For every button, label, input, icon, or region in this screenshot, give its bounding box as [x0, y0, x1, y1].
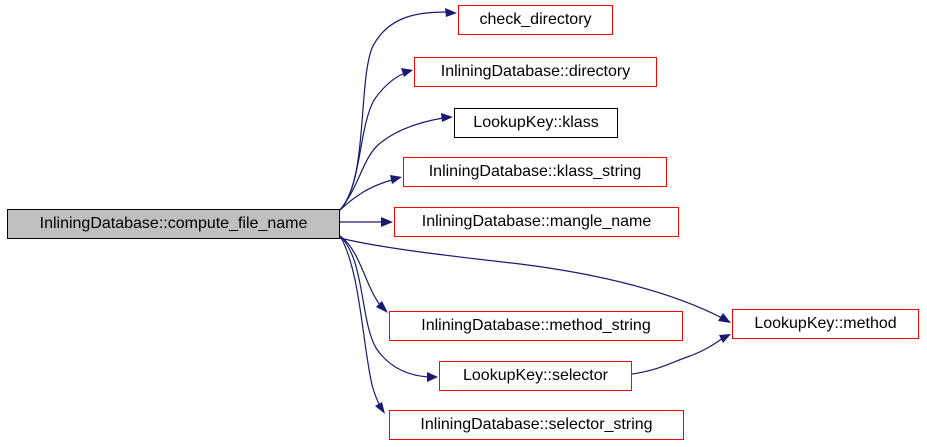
edge-root-to-selector	[339, 235, 429, 378]
arrowhead-mangle-name	[381, 217, 393, 227]
edge-root-to-method	[339, 237, 723, 319]
edge-root-to-method-string	[339, 235, 381, 306]
arrowhead-method-string	[376, 301, 388, 313]
node-klass-label: LookupKey::klass	[473, 114, 599, 131]
edge-root-to-selector-string	[339, 235, 381, 407]
node-klass[interactable]: LookupKey::klass	[454, 108, 618, 138]
edge-selector-to-method	[631, 337, 724, 375]
node-directory-label: InliningDatabase::directory	[440, 63, 631, 80]
node-mangle-name[interactable]: InliningDatabase::mangle_name	[394, 207, 679, 237]
arrowhead-directory	[401, 68, 413, 77]
node-directory[interactable]: InliningDatabase::directory	[414, 57, 657, 87]
arrowhead-check-directory	[445, 8, 457, 17]
arrowhead-selector-string	[375, 402, 385, 414]
edge-root-to-directory	[339, 72, 406, 211]
arrowhead-klass-string	[390, 175, 402, 184]
arrowhead-selector	[427, 372, 438, 382]
node-method-string-label: InliningDatabase::method_string	[421, 317, 651, 334]
node-selector-string-label: InliningDatabase::selector_string	[420, 416, 653, 433]
arrowhead-selector-method	[719, 334, 731, 343]
node-selector[interactable]: LookupKey::selector	[439, 361, 632, 391]
node-selector-string[interactable]: InliningDatabase::selector_string	[389, 410, 684, 440]
node-method-label: LookupKey::method	[754, 315, 897, 332]
arrowhead-method	[718, 313, 731, 323]
edge-root-to-klass	[339, 117, 444, 211]
node-check-directory-label: check_directory	[479, 11, 592, 28]
node-mangle-name-label: InliningDatabase::mangle_name	[421, 213, 652, 230]
edge-root-to-klass-string	[339, 179, 393, 211]
node-klass-string[interactable]: InliningDatabase::klass_string	[403, 157, 667, 187]
node-check-directory[interactable]: check_directory	[458, 5, 613, 35]
node-method[interactable]: LookupKey::method	[732, 309, 919, 339]
node-klass-string-label: InliningDatabase::klass_string	[428, 163, 642, 180]
node-root: InliningDatabase::compute_file_name	[7, 209, 340, 239]
arrowhead-klass	[441, 113, 453, 122]
node-method-string[interactable]: InliningDatabase::method_string	[389, 311, 683, 341]
node-root-label: InliningDatabase::compute_file_name	[39, 215, 308, 232]
node-selector-label: LookupKey::selector	[463, 367, 608, 384]
